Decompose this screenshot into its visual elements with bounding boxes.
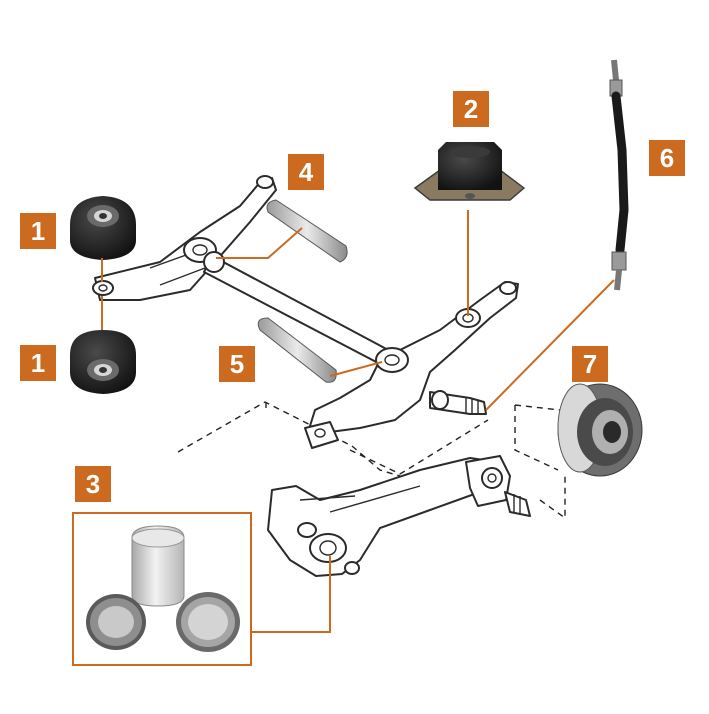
taper-pin-4 <box>266 199 348 263</box>
badge-3: 3 <box>75 466 111 502</box>
rubber-bush-top <box>70 196 136 260</box>
rubber-bush-bottom <box>70 330 136 394</box>
badge-4: 4 <box>288 154 324 190</box>
left-trailing-arm <box>94 177 277 301</box>
bearing-kit-frame <box>72 512 252 666</box>
badge-2: 2 <box>453 91 489 127</box>
axle-mount <box>413 142 526 201</box>
badge-5: 5 <box>219 346 255 382</box>
badge-1b: 1 <box>20 345 56 381</box>
brake-hose <box>609 59 629 291</box>
bearing-kit <box>86 525 240 652</box>
axle-beam-assembly <box>92 175 519 449</box>
badge-1a: 1 <box>20 213 56 249</box>
lower-trailing-arm <box>267 455 531 577</box>
wheel-hub <box>557 383 643 477</box>
taper-pin-5 <box>257 317 337 383</box>
leader-lines <box>101 210 615 633</box>
badge-6: 6 <box>649 140 685 176</box>
badge-7: 7 <box>572 346 608 382</box>
